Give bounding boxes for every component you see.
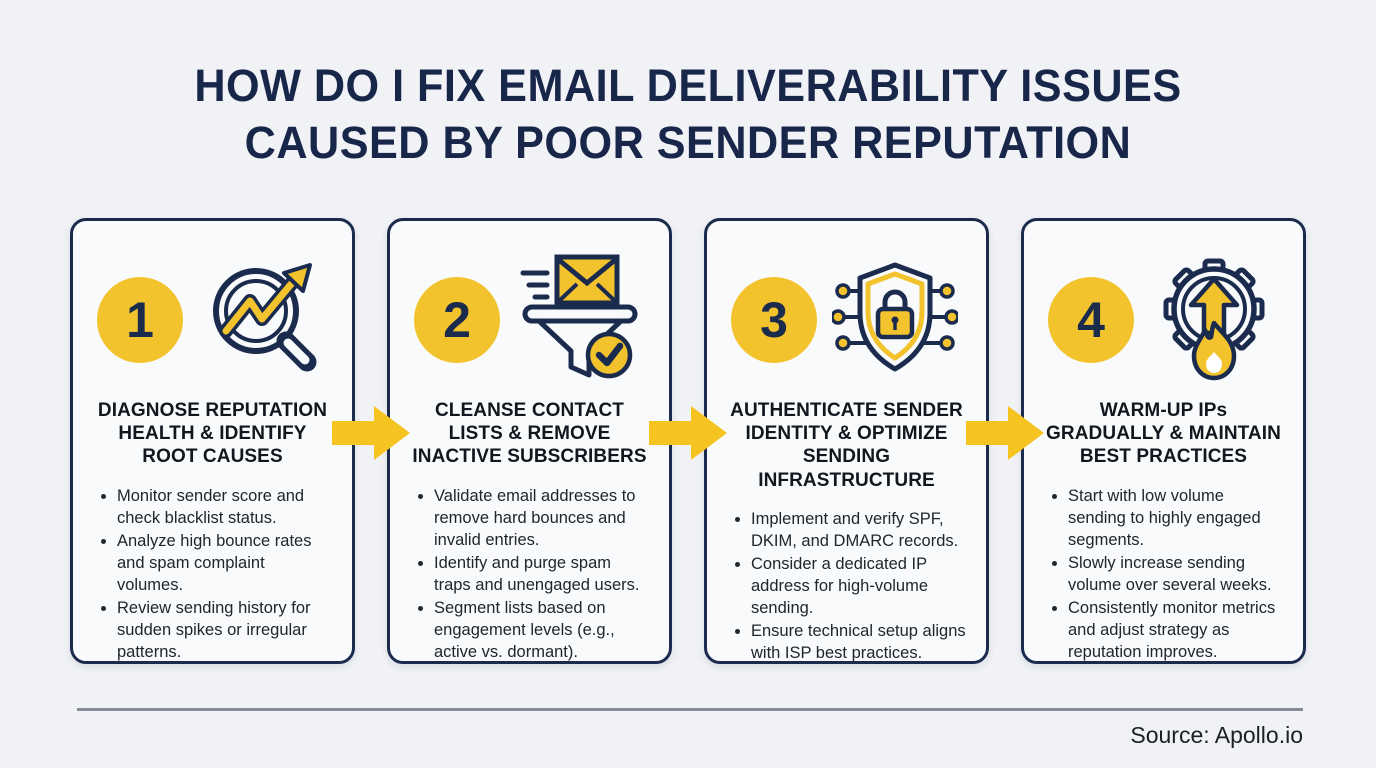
step-1-title: DIAGNOSE REPUTATION HEALTH & IDENTIFY RO…: [97, 400, 328, 468]
bullet-item: Validate email addresses to remove hard …: [434, 485, 649, 551]
step-1-bullet-list: Monitor sender score and check blacklist…: [97, 485, 332, 664]
arrow-right-icon: [649, 406, 727, 460]
page-title: HOW DO I FIX EMAIL DELIVERABILITY ISSUES…: [28, 58, 1349, 171]
step-2-header: 2: [410, 254, 649, 385]
bullet-item: Implement and verify SPF, DKIM, and DMAR…: [751, 508, 966, 552]
arrow-right-icon: [332, 406, 410, 460]
step-card-4: 4: [1021, 218, 1306, 664]
source-attribution: Source: Apollo.io: [1130, 722, 1303, 748]
steps-row: 1 DIAGNOSE REPUTATION HEALTH & IDENTIFY …: [70, 218, 1306, 664]
step-3-number-badge: 3: [731, 277, 817, 363]
step-2-bullet-list: Validate email addresses to remove hard …: [414, 485, 649, 664]
page-title-line1: HOW DO I FIX EMAIL DELIVERABILITY ISSUES: [194, 60, 1182, 111]
page-title-line2: CAUSED BY POOR SENDER REPUTATION: [244, 116, 1132, 168]
gear-flame-uparrow-icon: [1153, 253, 1275, 388]
step-card-3: 3: [704, 218, 989, 664]
step-4-title: WARM-UP IPs GRADUALLY & MAINTAIN BEST PR…: [1046, 400, 1281, 468]
bullet-item: Identify and purge spam traps and unenga…: [434, 552, 649, 596]
magnifying-glass-trend-icon: [204, 257, 324, 384]
bullet-item: Ensure technical setup aligns with ISP b…: [751, 620, 966, 664]
step-4-header: 4: [1044, 255, 1283, 385]
email-funnel-check-icon: [519, 251, 641, 390]
step-2-title: CLEANSE CONTACT LISTS & REMOVE INACTIVE …: [412, 400, 647, 468]
step-3-bullet-list: Implement and verify SPF, DKIM, and DMAR…: [731, 508, 966, 665]
footer-divider: [77, 708, 1303, 711]
bullet-item: Start with low volume sending to highly …: [1068, 485, 1283, 551]
shield-lock-circuit-icon: [830, 257, 960, 384]
step-3-title: AUTHENTICATE SENDER IDENTITY & OPTIMIZE …: [730, 400, 963, 491]
bullet-item: Slowly increase sending volume over seve…: [1068, 552, 1283, 596]
step-1-number-badge: 1: [97, 277, 183, 363]
bullet-item: Review sending history for sudden spikes…: [117, 597, 332, 663]
step-card-1: 1 DIAGNOSE REPUTATION HEALTH & IDENTIFY …: [70, 218, 355, 664]
step-card-2: 2 CL: [387, 218, 672, 664]
bullet-item: Consider a dedicated IP address for high…: [751, 553, 966, 619]
bullet-item: Analyze high bounce rates and spam compl…: [117, 530, 332, 596]
bullet-item: Consistently monitor metrics and adjust …: [1068, 597, 1283, 663]
arrow-right-icon: [966, 406, 1044, 460]
bullet-item: Monitor sender score and check blacklist…: [117, 485, 332, 529]
step-4-number-badge: 4: [1048, 277, 1134, 363]
step-2-number-badge: 2: [414, 277, 500, 363]
step-4-bullet-list: Start with low volume sending to highly …: [1048, 485, 1283, 664]
step-3-header: 3: [727, 255, 966, 385]
bullet-item: Segment lists based on engagement levels…: [434, 597, 649, 663]
step-1-header: 1: [93, 255, 332, 385]
